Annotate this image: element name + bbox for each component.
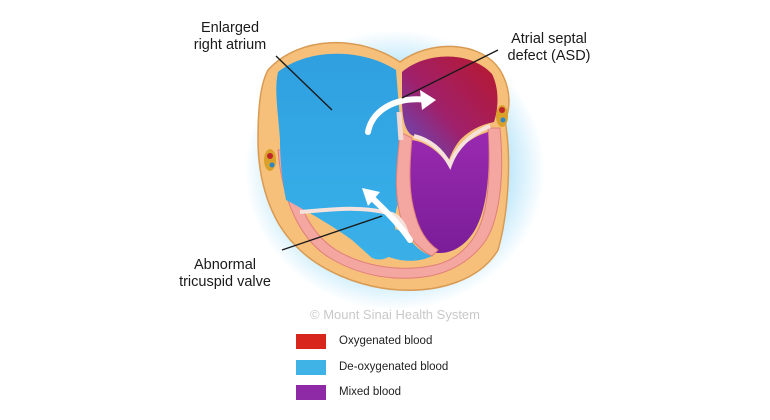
label-asd: Atrial septal defect (ASD) [507, 31, 591, 64]
legend-swatch-deoxygenated [296, 359, 326, 375]
legend-label-mixed: Mixed blood [339, 386, 402, 398]
atrial-septum [396, 111, 404, 141]
label-tricuspid-valve: Abnormal tricuspid valve [179, 257, 271, 290]
copyright-watermark: © Mount Sinai Health System [310, 307, 480, 322]
legend-label-deoxygenated: De-oxygenated blood [339, 361, 449, 373]
flow-arrow-tricuspid-head [362, 188, 380, 206]
interventricular-septum [395, 131, 439, 257]
flow-arrow-asd-head [420, 90, 436, 110]
left-ventricle-chamber [405, 132, 489, 254]
legend-item-oxygenated: Oxygenated blood [296, 333, 432, 349]
label-right-atrium: Enlarged right atrium [193, 20, 267, 53]
left-atrium-chamber [402, 56, 498, 162]
right-ventricle-chamber [318, 212, 432, 261]
coronary-vessel-left [264, 149, 276, 171]
legend-swatch-mixed [296, 384, 326, 400]
leader-line-right-atrium [275, 55, 333, 111]
flow-arrow-tricuspid [367, 193, 413, 243]
legend-item-deoxygenated: De-oxygenated blood [296, 359, 448, 375]
leader-line-tricuspid [281, 215, 383, 251]
leader-line-asd [401, 49, 499, 99]
right-atrium-chamber [276, 53, 405, 260]
flow-arrow-asd [365, 96, 431, 135]
legend-swatch-oxygenated [296, 333, 326, 349]
myocardium-outer [277, 127, 503, 279]
legend-item-mixed: Mixed blood [296, 384, 401, 400]
mitral-valve [413, 124, 491, 170]
coronary-vessel-right [496, 105, 508, 127]
legend-label-oxygenated: Oxygenated blood [339, 335, 433, 347]
